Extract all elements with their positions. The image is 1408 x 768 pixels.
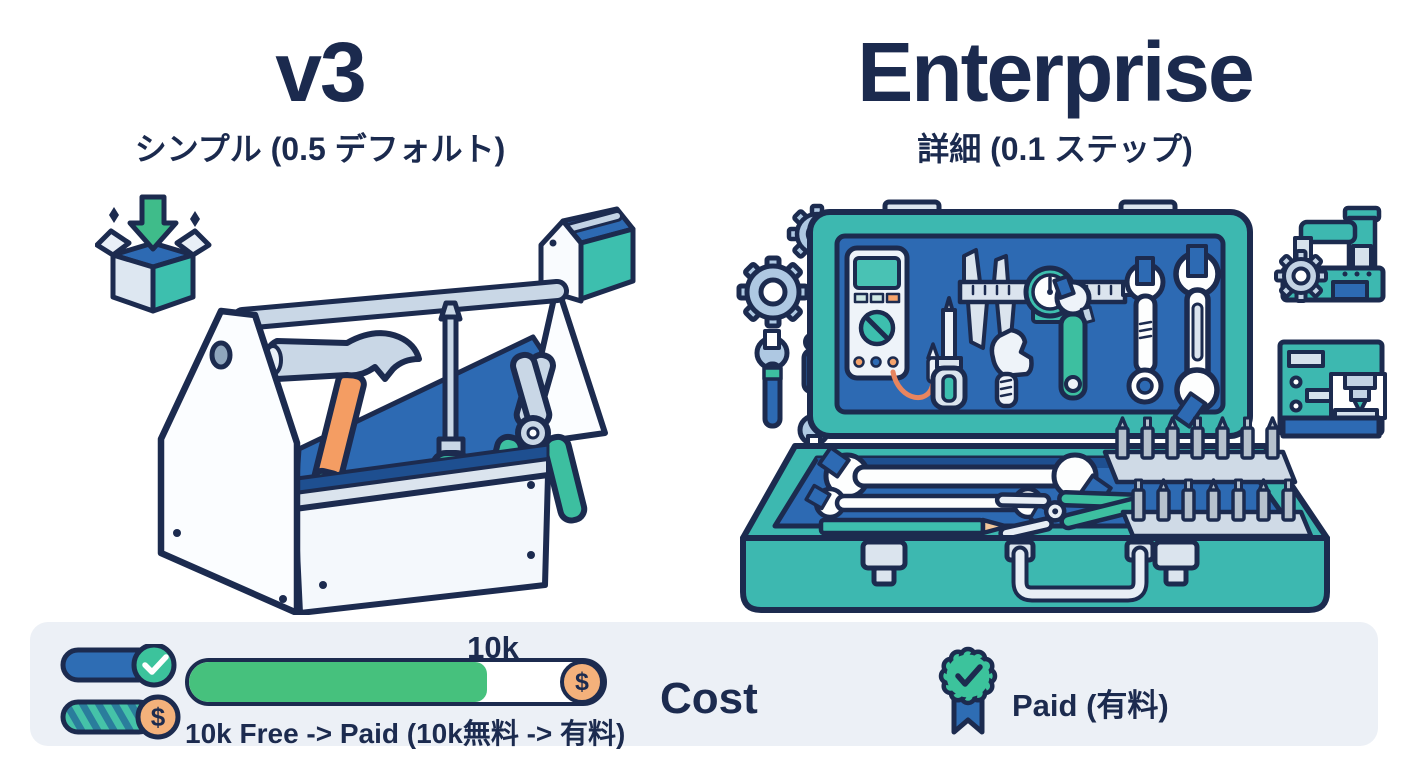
robot-arm-icon [1274,205,1386,303]
left-column-header: v3 シンプル (0.5 デフォルト) [40,30,600,170]
adjustable-wrench [1052,274,1096,401]
multimeter [844,245,940,400]
left-subtitle: シンプル (0.5 デフォルト) [134,131,506,167]
enterprise-toolkit-illustration [736,199,1387,613]
mini-toolbox-icon [538,206,636,304]
right-column-header: Enterprise 詳細 (0.1 ステップ) [720,30,1390,170]
right-subtitle: 詳細 (0.1 ステップ) [917,131,1193,167]
toolkit-lid [807,199,1253,439]
toolbox [157,279,608,615]
paid-badge-label: Paid (有料) [1012,688,1169,723]
paid-dollar-icon: $ [560,660,604,704]
right-title: Enterprise [857,25,1255,119]
combination-wrench [1124,256,1166,405]
dollar-glyph: $ [151,702,166,732]
small-adjustable-wrench [989,327,1034,409]
pencil [818,517,1010,536]
dollar-glyph: $ [575,667,589,696]
free-toggle-check-icon [60,644,177,688]
simple-toolbox-illustration [95,194,636,615]
tester-screwdriver [930,296,968,411]
double-open-wrench [1172,244,1221,429]
wrench-icon [754,329,790,429]
case-handle [1004,539,1156,603]
cost-progress-fill [189,662,488,702]
cost-band: $ 10k $ 10k Free -> Paid (10k無料 -> 有料) C… [30,622,1378,749]
cost-progress-track: $ [185,658,607,706]
cost-label: Cost [660,674,758,723]
paid-toggle-dollar-icon: $ [60,694,181,740]
toolkit-tray [740,416,1330,613]
latch-left [860,539,908,587]
cnc-machine-icon [1277,339,1387,439]
paid-badge-icon [938,646,998,735]
toggle-icons: $ [60,644,181,740]
tray-pliers [994,490,1142,542]
cost-bar-caption: 10k Free -> Paid (10k無料 -> 有料) [185,718,626,749]
bit-set-row-1 [1102,416,1298,485]
unboxing-box-icon [95,194,212,314]
left-title: v3 [275,25,366,119]
